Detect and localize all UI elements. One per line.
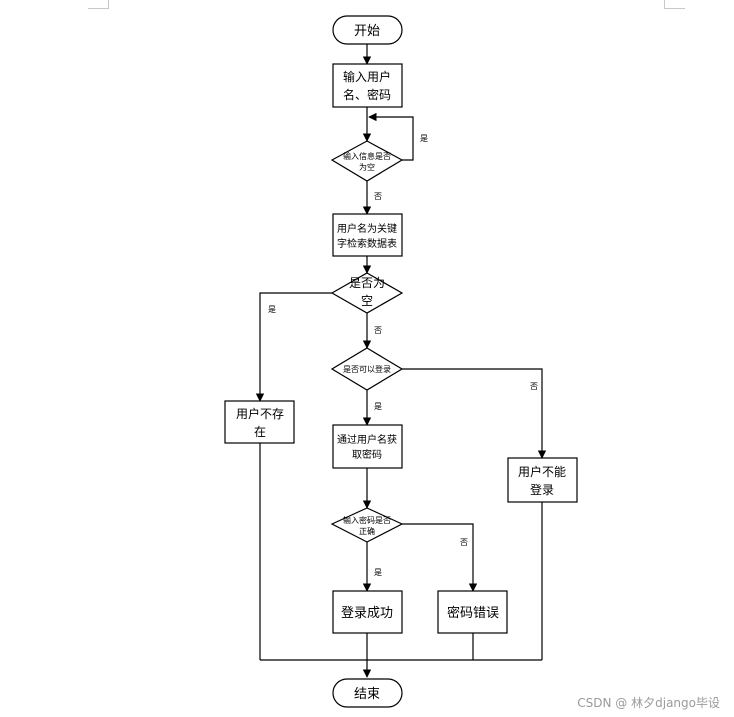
edge-label-result-yes: 是	[268, 305, 276, 314]
get-password-label-line2: 取密码	[352, 448, 382, 461]
get-password-label-line1: 通过用户名获	[337, 433, 397, 446]
login-success-label: 登录成功	[341, 606, 393, 621]
password-wrong-label: 密码错误	[447, 605, 499, 621]
edge-label-login-no: 否	[530, 382, 538, 391]
edge-label-pw-no: 否	[460, 538, 468, 547]
input-process-box	[332, 63, 403, 108]
cannot-login-label-line1: 用户不能	[518, 464, 566, 479]
connector-lines	[255, 44, 547, 678]
can-login-decision	[330, 347, 404, 391]
password-check-label-line1: 输入密码是否	[343, 515, 391, 525]
input-label-line2: 名、密码	[343, 87, 391, 102]
user-missing-label-line1: 用户不存	[236, 406, 284, 421]
result-empty-label-line1: 是否为	[349, 276, 385, 290]
page-corner-mark-left	[88, 0, 109, 9]
search-process-box	[332, 213, 403, 257]
edge-label-empty-no: 否	[374, 192, 382, 201]
user-missing-label-line2: 在	[254, 425, 266, 439]
start-terminal	[332, 15, 403, 45]
search-label-line1: 用户名为关键	[337, 222, 397, 235]
user-missing-box	[224, 400, 295, 444]
cannot-login-label-line2: 登录	[530, 482, 554, 497]
edge-result-missing	[255, 292, 332, 402]
edge-canlogin-cannot	[402, 368, 547, 459]
edge-label-pw-yes: 是	[374, 568, 382, 577]
result-empty-label-line2: 空	[361, 294, 373, 308]
search-label-line2: 字检索数据表	[337, 237, 397, 250]
edge-check-loop	[368, 112, 414, 161]
edge-pwcheck-wrong	[402, 523, 478, 592]
start-label: 开始	[354, 24, 380, 39]
password-wrong-box	[437, 590, 508, 634]
login-success-box	[332, 590, 403, 634]
watermark-text: CSDN @ 林夕django毕设	[577, 696, 720, 710]
get-password-box	[332, 424, 403, 469]
password-check-decision	[330, 507, 404, 543]
edge-label-login-yes: 是	[374, 402, 382, 411]
end-terminal	[332, 678, 403, 708]
cannot-login-box	[507, 457, 578, 503]
check-empty-decision	[330, 140, 404, 182]
edge-label-empty-yes: 是	[420, 134, 428, 143]
end-label: 结束	[354, 687, 380, 702]
password-check-label-line2: 正确	[359, 526, 375, 536]
can-login-label: 是否可以登录	[343, 364, 391, 374]
check-empty-label-line1: 输入信息是否	[343, 151, 391, 161]
page-corner-mark-right	[664, 0, 685, 9]
edge-label-result-no: 否	[374, 326, 382, 335]
result-empty-decision	[330, 272, 404, 314]
input-label-line1: 输入用户	[343, 69, 391, 84]
check-empty-label-line2: 为空	[359, 162, 375, 172]
